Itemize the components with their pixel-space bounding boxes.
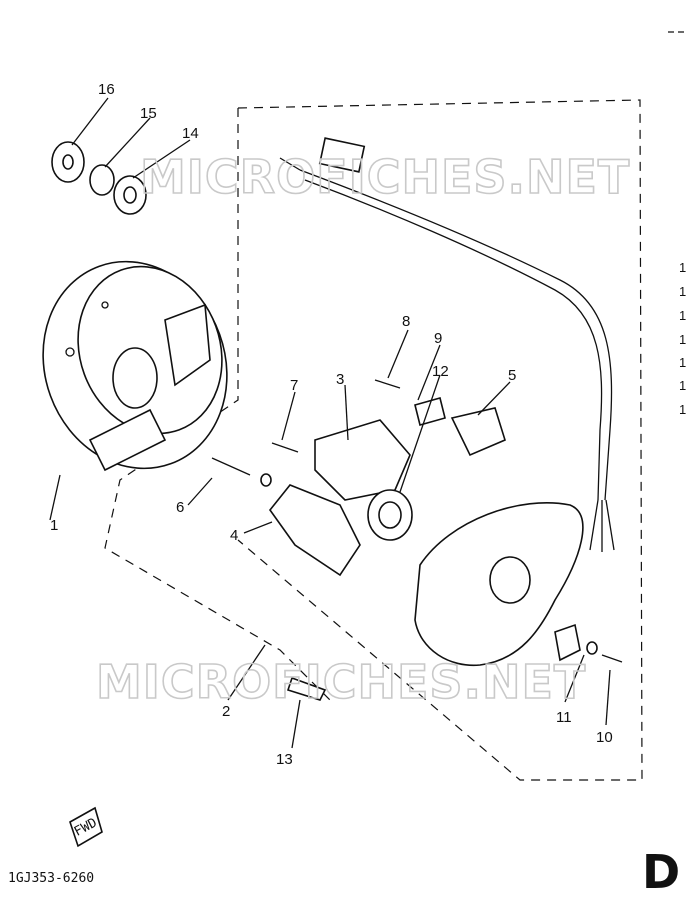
coil-modules bbox=[268, 397, 506, 577]
wire-harness bbox=[279, 137, 615, 552]
side-list-item: 1 bbox=[679, 355, 686, 370]
assembly-outline bbox=[104, 99, 643, 781]
callout-2: 2 bbox=[222, 703, 230, 720]
side-list-item: 1 bbox=[679, 308, 686, 323]
flywheel-rotor bbox=[42, 260, 228, 472]
callout-11: 11 bbox=[556, 709, 572, 726]
callout-6: 6 bbox=[176, 499, 184, 516]
callout-8: 8 bbox=[402, 313, 410, 330]
watermark-bottom: MICROFICHES.NET bbox=[96, 655, 586, 709]
callout-4: 4 bbox=[230, 527, 238, 544]
watermark-top: MICROFICHES.NET bbox=[140, 150, 630, 204]
washer-group bbox=[51, 141, 147, 215]
callout-10: 10 bbox=[596, 729, 613, 746]
fasteners bbox=[211, 379, 623, 701]
side-list-item: 1 bbox=[679, 402, 686, 417]
callout-5: 5 bbox=[508, 367, 516, 384]
oil-seal bbox=[367, 489, 413, 541]
side-list-item: 1 bbox=[679, 332, 686, 347]
callout-16: 16 bbox=[98, 81, 115, 98]
callout-15: 15 bbox=[140, 105, 157, 122]
leader-lines bbox=[49, 97, 611, 749]
callout-7: 7 bbox=[290, 377, 298, 394]
callout-14: 14 bbox=[182, 125, 199, 142]
callout-9: 9 bbox=[434, 330, 442, 347]
callout-1: 1 bbox=[50, 517, 58, 534]
page-letter: D bbox=[642, 845, 680, 899]
callout-13: 13 bbox=[276, 751, 293, 768]
callout-3: 3 bbox=[336, 371, 344, 388]
side-list-item: 1 bbox=[679, 378, 686, 393]
side-list-item: 1 bbox=[679, 260, 686, 275]
stator-plate bbox=[414, 502, 584, 667]
callout-12: 12 bbox=[432, 363, 449, 380]
fwd-stamp: FWD bbox=[69, 806, 103, 848]
side-list-item: 1 bbox=[679, 284, 686, 299]
part-code: 1GJ353-6260 bbox=[8, 871, 94, 886]
